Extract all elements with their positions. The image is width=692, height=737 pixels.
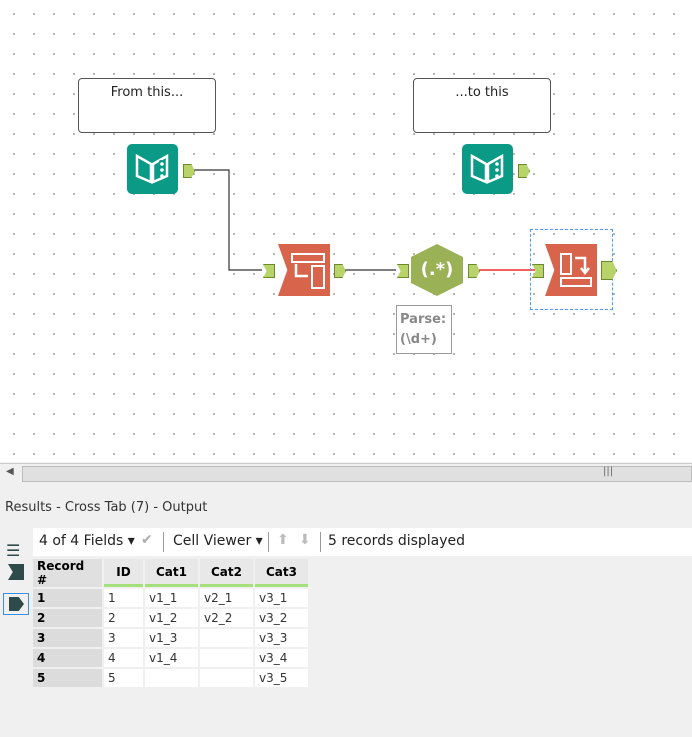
column-header-id[interactable]: ID xyxy=(104,559,143,587)
table-cell[interactable] xyxy=(200,629,253,647)
workflow-canvas[interactable]: From this... ...to this (.*) Parse: (\d+… xyxy=(0,0,692,462)
table-cell[interactable]: v3_1 xyxy=(255,589,308,607)
fields-dropdown[interactable]: 4 of 4 Fields ▾ xyxy=(39,533,135,549)
column-header-cat1[interactable]: Cat1 xyxy=(145,559,198,587)
apply-check-icon[interactable]: ✔ xyxy=(141,532,153,548)
annotation-line: (\d+) xyxy=(400,332,437,347)
horizontal-scrollbar[interactable]: ◀ ||| xyxy=(0,463,692,483)
column-header-cat3[interactable]: Cat3 xyxy=(255,559,308,587)
output-anchor[interactable] xyxy=(183,164,195,178)
list-icon[interactable]: ☰ xyxy=(6,541,21,560)
table-cell[interactable]: 4 xyxy=(104,649,143,667)
table-header-row: Record # ID Cat1 Cat2 Cat3 xyxy=(33,559,308,587)
output-view-icon xyxy=(9,597,24,611)
tool-annotation: Parse: (\d+) xyxy=(396,305,452,354)
row-number[interactable]: 3 xyxy=(33,629,102,647)
output-anchor[interactable] xyxy=(334,264,346,278)
table-cell[interactable]: v3_3 xyxy=(255,629,308,647)
column-header-record[interactable]: Record # xyxy=(33,559,102,587)
table-cell[interactable]: v1_2 xyxy=(145,609,198,627)
row-number[interactable]: 5 xyxy=(33,669,102,687)
table-cell[interactable]: v3_2 xyxy=(255,609,308,627)
table-cell[interactable]: 1 xyxy=(104,589,143,607)
table-cell[interactable]: v2_1 xyxy=(200,589,253,607)
arrow-down-icon[interactable]: ⬇ xyxy=(299,532,311,548)
results-title: Results - Cross Tab (7) - Output xyxy=(5,500,208,515)
input-data-tool-icon[interactable] xyxy=(462,144,513,194)
results-toolbar: 4 of 4 Fields ▾ ✔ Cell Viewer ▾ ⬆ ⬇ 5 re… xyxy=(33,528,692,556)
annotation-line: Parse: xyxy=(400,312,447,327)
row-number[interactable]: 1 xyxy=(33,589,102,607)
table-cell[interactable]: v3_4 xyxy=(255,649,308,667)
table-cell[interactable] xyxy=(145,669,198,687)
table-cell[interactable]: 5 xyxy=(104,669,143,687)
arrow-up-icon[interactable]: ⬆ xyxy=(277,532,289,548)
row-number[interactable]: 4 xyxy=(33,649,102,667)
connections xyxy=(192,169,535,271)
output-anchor[interactable] xyxy=(518,164,530,178)
output-anchor[interactable] xyxy=(601,261,617,280)
table-cell[interactable] xyxy=(200,649,253,667)
input-view-icon[interactable] xyxy=(8,564,24,580)
table-cell[interactable]: v3_5 xyxy=(255,669,308,687)
table-cell[interactable]: 3 xyxy=(104,629,143,647)
comment-box-to[interactable]: ...to this xyxy=(413,78,551,133)
table-cell[interactable]: v1_3 xyxy=(145,629,198,647)
row-number[interactable]: 2 xyxy=(33,609,102,627)
scroll-left-icon[interactable]: ◀ xyxy=(6,466,14,477)
output-view-button[interactable] xyxy=(3,593,29,615)
results-sidebar: ☰ xyxy=(0,527,32,737)
table-cell[interactable] xyxy=(200,669,253,687)
fields-label: 4 of 4 Fields xyxy=(39,533,124,549)
scrollbar-thumb[interactable]: ||| xyxy=(22,466,692,482)
table-cell[interactable]: v1_4 xyxy=(145,649,198,667)
table-cell[interactable]: 2 xyxy=(104,609,143,627)
comment-box-from[interactable]: From this... xyxy=(78,78,216,133)
connection-line xyxy=(192,169,262,271)
output-anchor[interactable] xyxy=(468,264,480,278)
table-cell[interactable]: v2_2 xyxy=(200,609,253,627)
cell-viewer-dropdown[interactable]: Cell Viewer ▾ xyxy=(173,533,263,549)
column-header-cat2[interactable]: Cat2 xyxy=(200,559,253,587)
cell-viewer-label: Cell Viewer xyxy=(173,533,252,549)
records-status: 5 records displayed xyxy=(328,533,466,549)
table-cell[interactable]: v1_1 xyxy=(145,589,198,607)
input-data-tool-icon[interactable] xyxy=(127,144,178,194)
